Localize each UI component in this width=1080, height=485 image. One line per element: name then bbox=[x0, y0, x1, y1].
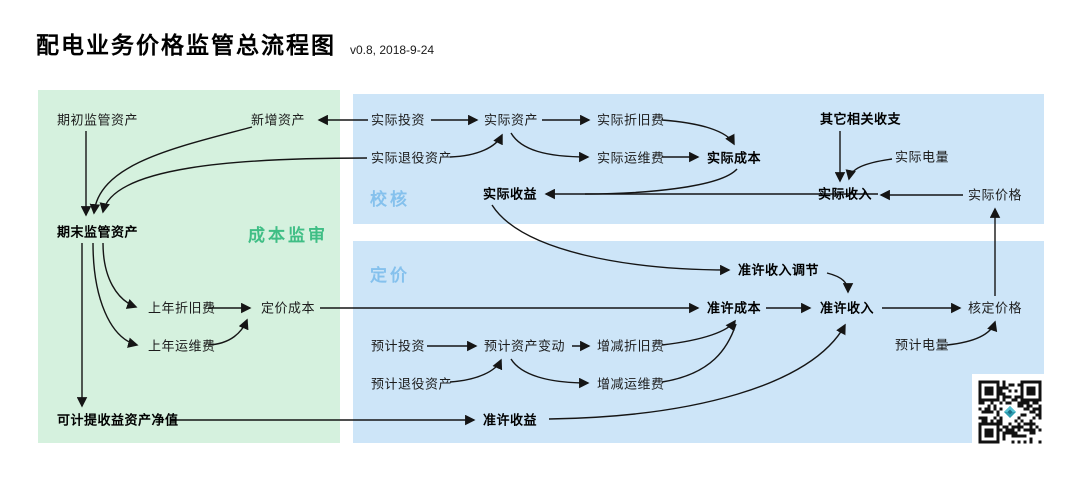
version-label: v0.8, 2018-9-24 bbox=[350, 43, 435, 57]
node-pricing-cost: 定价成本 bbox=[261, 300, 316, 316]
node-allowed-revenue: 准许收入 bbox=[820, 300, 875, 316]
qr-code bbox=[972, 374, 1048, 450]
qr-logo-icon bbox=[1003, 405, 1017, 419]
node-om-cost-change: 增减运维费 bbox=[597, 376, 665, 392]
region-label-check: 校核 bbox=[370, 190, 410, 209]
region-cost-review bbox=[38, 90, 340, 443]
node-forecast-investment: 预计投资 bbox=[371, 338, 426, 354]
node-chargeable-net-asset-value: 可计提收益资产净值 bbox=[57, 412, 179, 428]
node-prev-year-depreciation: 上年折旧费 bbox=[148, 300, 216, 316]
node-new-assets: 新增资产 bbox=[251, 112, 306, 128]
node-actual-cost: 实际成本 bbox=[707, 150, 762, 166]
node-actual-price: 实际价格 bbox=[968, 187, 1023, 203]
node-depreciation-change: 增减折旧费 bbox=[597, 338, 665, 354]
node-actual-investment: 实际投资 bbox=[371, 112, 426, 128]
node-actual-return: 实际收益 bbox=[483, 186, 538, 202]
node-forecast-asset-change: 预计资产变动 bbox=[484, 338, 566, 354]
node-actual-energy: 实际电量 bbox=[895, 149, 950, 165]
node-allowed-return: 准许收益 bbox=[483, 412, 538, 428]
header: 配电业务价格监管总流程图 v0.8, 2018-9-24 bbox=[36, 26, 434, 60]
page-title: 配电业务价格监管总流程图 bbox=[36, 32, 336, 58]
node-allowed-revenue-adjustment: 准许收入调节 bbox=[738, 262, 820, 278]
qr-modules bbox=[978, 380, 1042, 444]
node-other-related-income: 其它相关收支 bbox=[820, 111, 902, 127]
node-actual-assets: 实际资产 bbox=[484, 112, 539, 128]
node-allowed-cost: 准许成本 bbox=[707, 300, 762, 316]
node-actual-depreciation: 实际折旧费 bbox=[597, 112, 665, 128]
node-forecast-retired-assets: 预计退役资产 bbox=[371, 376, 453, 392]
node-ending-regulated-assets: 期末监管资产 bbox=[57, 224, 139, 240]
node-prev-year-om-cost: 上年运维费 bbox=[148, 338, 216, 354]
region-label-cost-review: 成本监审 bbox=[248, 226, 328, 245]
region-label-pricing: 定价 bbox=[370, 266, 410, 285]
node-beginning-regulated-assets: 期初监管资产 bbox=[57, 112, 139, 128]
node-forecast-energy: 预计电量 bbox=[895, 337, 950, 353]
node-actual-revenue: 实际收入 bbox=[818, 186, 873, 202]
node-approved-price: 核定价格 bbox=[968, 300, 1023, 316]
node-actual-om-cost: 实际运维费 bbox=[597, 150, 665, 166]
node-actual-retired-assets: 实际退役资产 bbox=[371, 150, 453, 166]
